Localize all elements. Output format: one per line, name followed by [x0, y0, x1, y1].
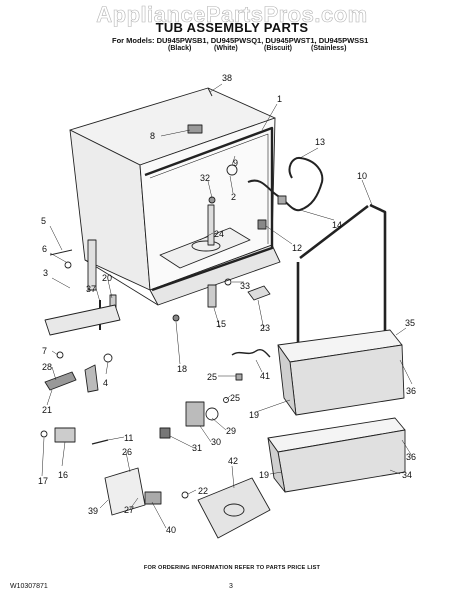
callout-7: 7 [42, 346, 47, 356]
callout-21: 21 [42, 405, 52, 415]
bottom-bracket [104, 467, 189, 516]
pad-28 [44, 371, 77, 391]
sump-area [159, 164, 251, 269]
page-number: 3 [229, 583, 233, 590]
top-clip [187, 124, 203, 134]
thermostat-parts [40, 427, 109, 445]
callout-11: 11 [124, 433, 133, 443]
callout-25b: 25 [230, 393, 240, 403]
lower-insulation [267, 417, 406, 493]
callout-24: 24 [214, 229, 224, 239]
callout-8: 8 [150, 131, 155, 141]
color-biscuit: (Biscuit) [264, 45, 292, 52]
callout-23: 23 [260, 323, 270, 333]
callout-29: 29 [226, 426, 236, 436]
callout-41: 41 [260, 371, 270, 381]
color-black: (Black) [168, 45, 192, 52]
color-stainless: (Stainless) [311, 45, 347, 52]
center-hardware [172, 278, 271, 322]
callout-36a: 36 [406, 386, 416, 396]
callout-6: 6 [42, 244, 47, 254]
callout-30: 30 [211, 437, 221, 447]
callout-40: 40 [166, 525, 176, 535]
callout-16: 16 [58, 470, 68, 480]
callout-31: 31 [192, 443, 202, 453]
callout-1: 1 [277, 94, 282, 104]
callout-2: 2 [231, 192, 236, 202]
callout-39: 39 [88, 506, 98, 516]
tub-assembly [69, 87, 281, 306]
callout-19b: 19 [259, 470, 269, 480]
callout-28: 28 [42, 362, 52, 372]
wire-harness [231, 348, 271, 358]
callout-34: 34 [402, 470, 412, 480]
callout-20: 20 [102, 273, 112, 283]
callout-37: 37 [86, 284, 96, 294]
callout-19a: 19 [249, 410, 259, 420]
callout-27: 27 [124, 505, 134, 515]
callout-9: 9 [233, 158, 238, 168]
upper-insulation [277, 329, 405, 416]
valve [257, 219, 267, 230]
callout-4: 4 [103, 378, 108, 388]
callout-22: 22 [198, 486, 208, 496]
door-gasket [144, 126, 274, 292]
callout-35: 35 [405, 318, 415, 328]
callout-25a: 25 [207, 372, 217, 382]
callout-32: 32 [200, 173, 210, 183]
site-watermark: AppliancePartsPros.com [96, 2, 368, 28]
callout-10: 10 [357, 171, 367, 181]
callout-18: 18 [177, 364, 187, 374]
callout-13: 13 [315, 137, 325, 147]
callout-5: 5 [41, 216, 46, 226]
callout-42: 42 [228, 456, 238, 466]
fill-hose [247, 156, 324, 212]
callout-15: 15 [216, 319, 226, 329]
color-white: (White) [214, 45, 238, 52]
leader-lines [41, 83, 413, 529]
callout-labels: 38 1 8 13 9 10 32 2 14 5 24 12 6 3 33 20… [38, 73, 416, 535]
left-hardware [49, 239, 97, 291]
document-id: W10307871 [10, 583, 48, 590]
callout-38: 38 [222, 73, 232, 83]
callout-26: 26 [122, 447, 132, 457]
front-rail [44, 304, 121, 336]
callout-14: 14 [332, 220, 342, 230]
page-title: TUB ASSEMBLY PARTS [155, 20, 309, 35]
ordering-note: FOR ORDERING INFORMATION REFER TO PARTS … [143, 565, 321, 571]
valve-assembly [159, 397, 229, 439]
callout-3: 3 [43, 268, 48, 278]
model-list: For Models: DU945PWSB1, DU945PWSQ1, DU94… [112, 36, 369, 45]
callout-17: 17 [38, 476, 48, 486]
callout-36b: 36 [406, 452, 416, 462]
callout-12: 12 [292, 243, 302, 253]
callout-33: 33 [240, 281, 250, 291]
